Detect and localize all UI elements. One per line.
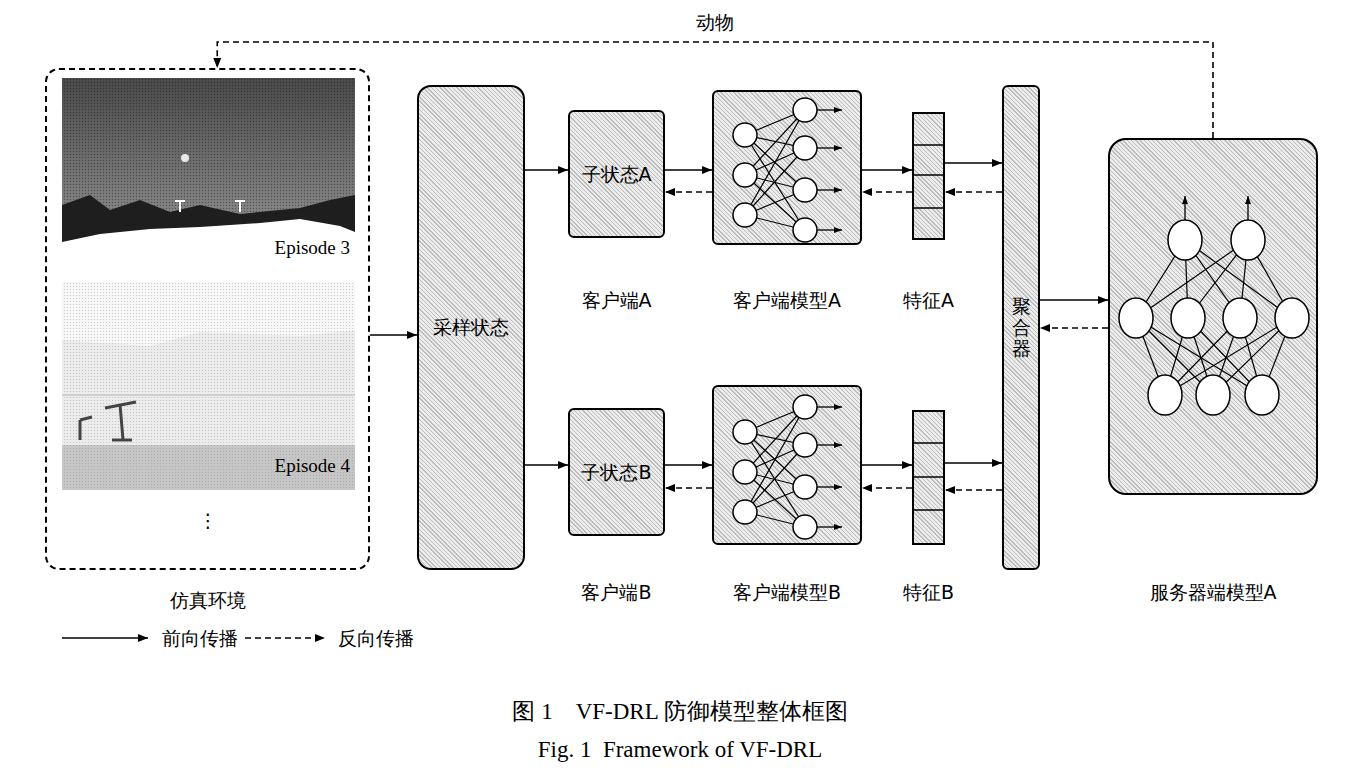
client-network-icon [817, 229, 842, 230]
client-network-icon [733, 203, 757, 227]
client-network-icon [793, 218, 817, 242]
client-network-icon [793, 98, 817, 122]
server-network-icon [1119, 298, 1153, 338]
legend-dashed-arrow [245, 637, 325, 639]
episode-4-image [80, 402, 136, 440]
episode-3-image [62, 78, 355, 275]
client-network-icon [793, 136, 817, 160]
substate-box: 子状态A客户端A [568, 110, 665, 238]
box-caption: 客户端A [582, 288, 652, 312]
legend-solid-arrow [62, 637, 148, 639]
backward-arrow [862, 191, 912, 193]
client-network-icon [793, 178, 817, 202]
box-text: 聚合器 [1012, 296, 1031, 359]
server-network-icon [1148, 375, 1182, 415]
server-network-icon [1185, 196, 1248, 220]
feature-cells [912, 509, 945, 511]
feature-cells [912, 476, 945, 478]
box-caption: 仿真环境 [170, 588, 246, 612]
server-network-icon [1171, 298, 1205, 338]
backward-arrow [945, 191, 1002, 193]
sampling-band: 采样状态 [417, 85, 525, 570]
backward-arrow [862, 487, 912, 489]
server-network-icon [1119, 196, 1309, 415]
server-network-icon [1119, 220, 1309, 415]
forward-arrow [945, 462, 1002, 464]
backward-arrow [1040, 327, 1108, 329]
episode-3-image [62, 78, 355, 275]
server-network-icon [1196, 375, 1230, 415]
client-network-icon [745, 110, 805, 215]
forward-arrow [1040, 299, 1108, 301]
feature-cells [912, 145, 945, 510]
forward-arrow [862, 169, 912, 171]
feature-cells [912, 442, 945, 444]
episode-4-image [62, 445, 355, 490]
forward-arrow [370, 334, 417, 336]
client-network-icon [817, 109, 842, 110]
server-network-icon [1231, 220, 1265, 260]
feature-cells [912, 207, 945, 209]
forward-arrow [665, 464, 712, 466]
forward-arrow [665, 169, 712, 171]
aggregator-band: 聚合器 [1002, 85, 1040, 570]
episode-4-image [62, 445, 355, 490]
box-caption: 特征B [903, 580, 954, 604]
client-network-icon [817, 189, 842, 190]
server-network-icon [1184, 196, 1185, 220]
box-caption: 客户端模型B [733, 580, 841, 604]
server-network-icon [1245, 375, 1279, 415]
client-network-icon [733, 98, 817, 242]
figure-caption: 图 1 VF-DRL 防御模型整体框图 [512, 700, 847, 724]
feature-cells [912, 144, 945, 146]
episode-4-image [62, 282, 355, 490]
forward-arrow [525, 464, 568, 466]
forward-arrow [945, 162, 1002, 164]
box-text: 子状态B [581, 461, 651, 484]
text-label: Episode 3 [275, 236, 350, 260]
client-network-icon [817, 110, 842, 230]
client-network-icon [733, 163, 757, 187]
server-network-icon [1136, 240, 1292, 395]
episode-4-image [62, 394, 355, 396]
box-caption: 特征A [903, 288, 954, 312]
text-label: Episode 4 [275, 454, 350, 478]
client-network-icon [817, 147, 842, 148]
episode-3-image [62, 78, 355, 275]
backward-arrow [665, 191, 712, 193]
episode-4-image [62, 282, 355, 490]
edge-label: 动物 [693, 10, 737, 34]
legend-text: 前向传播 [162, 626, 238, 650]
server-network-icon [1247, 196, 1248, 220]
box-text: 子状态A [582, 163, 652, 186]
box-caption: 客户端模型A [733, 288, 841, 312]
legend-text: 反向传播 [338, 626, 414, 650]
backward-arrow [945, 489, 1002, 491]
server-network-icon [1223, 298, 1257, 338]
text-label: Fig. 1 Framework of VF-DRL [538, 738, 823, 762]
client-network-icon [733, 98, 842, 242]
server-network-icon [1168, 220, 1202, 260]
server-network-icon [1275, 298, 1309, 338]
episode-3-image [62, 219, 355, 275]
episode-4-image [62, 282, 355, 490]
forward-arrow [862, 464, 912, 466]
box-text: 采样状态 [433, 316, 509, 339]
episode-3-image [175, 200, 245, 212]
feature-vector: 特征A [912, 112, 945, 240]
client-network-icon [733, 123, 757, 147]
text-label: ⋮ [199, 508, 218, 532]
client-network-icon [733, 395, 842, 539]
feature-cells [912, 174, 945, 176]
episode-3-image [181, 154, 189, 162]
forward-arrow [525, 169, 568, 171]
substate-box: 子状态B客户端B [568, 408, 665, 536]
backward-arrow [665, 487, 712, 489]
box-caption: 客户端B [581, 580, 651, 604]
box-caption: 服务器端模型A [1150, 580, 1277, 604]
